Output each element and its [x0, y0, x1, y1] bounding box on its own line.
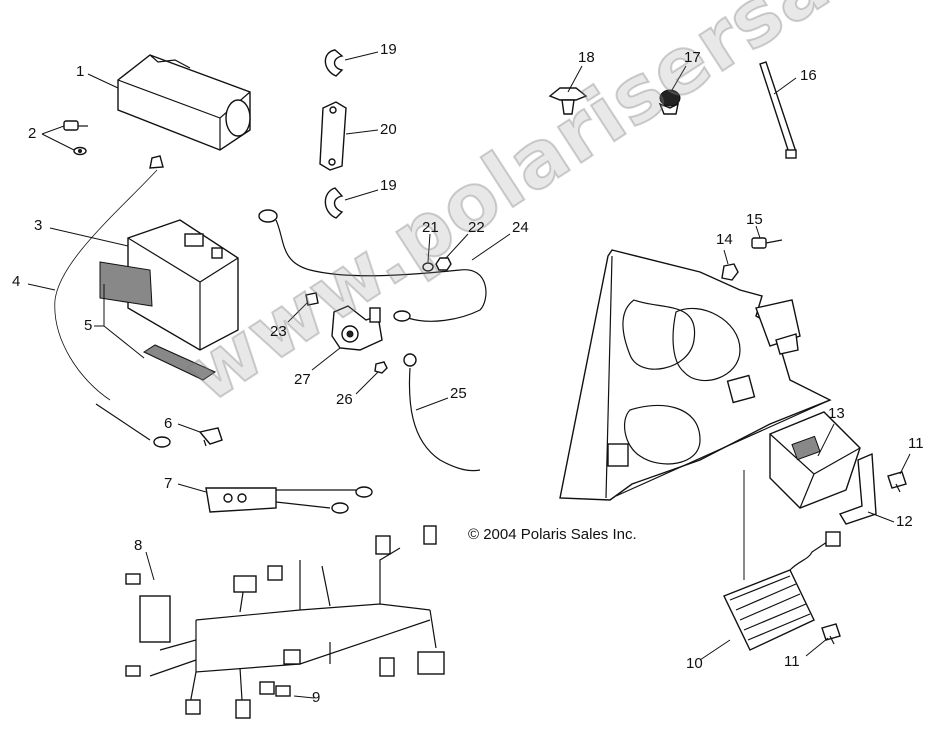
callout-1: 1 [76, 63, 85, 80]
ground-cable-part [54, 155, 171, 448]
callout-16: 16 [800, 67, 817, 84]
frame-bolt-part [751, 237, 783, 249]
callout-4: 4 [12, 273, 21, 290]
callout-21: 21 [422, 219, 439, 236]
copyright-notice: © 2004 Polaris Sales Inc. [468, 526, 637, 543]
callout-19-upper: 19 [380, 41, 397, 58]
bolt-part [305, 292, 319, 306]
callout-6: 6 [164, 415, 173, 432]
push-rivet-part [548, 87, 588, 115]
cable-bracket-part [205, 486, 373, 514]
screw-upper-part [887, 471, 907, 493]
callout-25: 25 [450, 385, 467, 402]
starter-cable-part [403, 353, 481, 472]
callout-23: 23 [270, 323, 287, 340]
positive-cable-part [258, 209, 487, 322]
frame-panel-part [559, 249, 832, 501]
nut-part [435, 257, 452, 271]
callout-13: 13 [828, 405, 845, 422]
nut-small-part [374, 361, 388, 374]
wiring-harness-part [125, 525, 445, 719]
callout-20: 20 [380, 121, 397, 138]
screw-washer-part [63, 120, 88, 156]
module-bracket-part [838, 452, 877, 525]
callout-18: 18 [578, 49, 595, 66]
strap-part [319, 101, 347, 171]
callout-24: 24 [512, 219, 529, 236]
solenoid-part [331, 305, 383, 351]
battery-part [127, 219, 239, 351]
callout-9: 9 [312, 689, 321, 706]
callout-27: 27 [294, 371, 311, 388]
frame-nut-part [721, 263, 739, 281]
clip-upper-part [324, 49, 344, 77]
terminal-bolt-part [198, 427, 223, 447]
callout-26: 26 [336, 391, 353, 408]
clip-lower-part [324, 187, 344, 219]
callout-17: 17 [684, 49, 701, 66]
relay-part [755, 299, 801, 355]
callout-19-lower: 19 [380, 177, 397, 194]
callout-14: 14 [716, 231, 733, 248]
lock-washer-part [422, 262, 434, 272]
battery-cover-part [117, 54, 251, 151]
callout-11-lower: 11 [784, 653, 800, 670]
screw-lower-part [821, 623, 841, 645]
callout-7: 7 [164, 475, 173, 492]
callout-3: 3 [34, 217, 43, 234]
clamp-part [658, 89, 681, 115]
callout-11-upper: 11 [908, 435, 924, 452]
battery-labels-part [99, 261, 217, 381]
callout-15: 15 [746, 211, 763, 228]
cable-tie-part [759, 61, 797, 159]
callout-2: 2 [28, 125, 37, 142]
callout-22: 22 [468, 219, 485, 236]
control-module-part [769, 411, 861, 509]
callout-8: 8 [134, 537, 143, 554]
callout-5: 5 [84, 317, 93, 334]
voltage-regulator-part [723, 531, 841, 651]
callout-10: 10 [686, 655, 703, 672]
callout-12: 12 [896, 513, 913, 530]
